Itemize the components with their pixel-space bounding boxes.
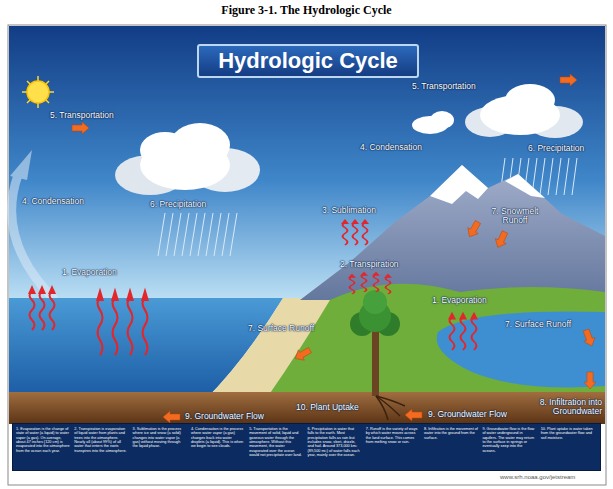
banner-title: Hydrologic Cycle [218, 48, 398, 74]
description-text: 7. Runoff is the variety of ways by whic… [366, 427, 420, 444]
description-text: 5. Transportation is the movement of sol… [249, 427, 303, 458]
description-text: 6. Precipitation is water that falls to … [308, 427, 362, 458]
description-text: 2. Transpiration is evaporation of liqui… [74, 427, 128, 453]
tree [350, 290, 405, 420]
title-banner: Hydrologic Cycle [197, 44, 419, 78]
flow-arrows [72, 74, 597, 423]
description-text: 4. Condensation is the process where wat… [191, 427, 245, 449]
process-label: 9. Groundwater Flow [428, 410, 507, 419]
figure-title: Figure 3-1. The Hydrologic Cycle [0, 3, 613, 18]
process-label: 5. Transportation [50, 111, 114, 120]
process-label: 8. Infiltration into Groundwater [536, 398, 602, 417]
description-text: 8. Infiltration is the movement of water… [424, 427, 478, 440]
process-label: 4. Condensation [22, 197, 84, 206]
evaporation-arrows [28, 285, 478, 355]
process-label: 2. Transpiration [340, 260, 399, 269]
sun [22, 76, 54, 108]
process-label: 10. Plant Uptake [296, 403, 359, 412]
process-label: 1. Evaporation [62, 268, 117, 277]
frame [8, 25, 606, 485]
process-label: 6. Precipitation [150, 200, 206, 209]
description-text: 3. Sublimation is the process where ice … [133, 427, 187, 449]
process-label: 3. Sublimation [322, 206, 376, 215]
description-text: 10. Plant uptake is water taken from the… [541, 427, 595, 440]
sky [9, 26, 605, 306]
process-label: 1. Evaporation [432, 296, 487, 305]
hills [268, 284, 605, 396]
sublimation-arrows [341, 219, 369, 245]
process-label: 4. Condensation [360, 143, 422, 152]
lake [437, 311, 605, 387]
process-label: 7. Surface Runoff [505, 320, 571, 329]
process-label: 7. Snowmelt Runoff [490, 207, 540, 226]
cycle-arc [10, 150, 55, 300]
mountains [300, 165, 605, 300]
process-label: 6. Precipitation [528, 144, 584, 153]
process-label: 9. Groundwater Flow [185, 412, 264, 421]
process-label: 7. Surface Runoff [248, 324, 314, 333]
description-text: 1. Evaporation is the change of state of… [16, 427, 70, 453]
description-text: 9. Groundwater flow is the flow of water… [482, 427, 536, 453]
description-band: 1. Evaporation is the change of state of… [12, 423, 601, 471]
soil [9, 392, 605, 424]
transpiration-arrows [348, 272, 392, 294]
source-url: www.srh.noaa.gov/jetstream [500, 474, 575, 481]
process-label: 5. Transportation [412, 82, 476, 91]
